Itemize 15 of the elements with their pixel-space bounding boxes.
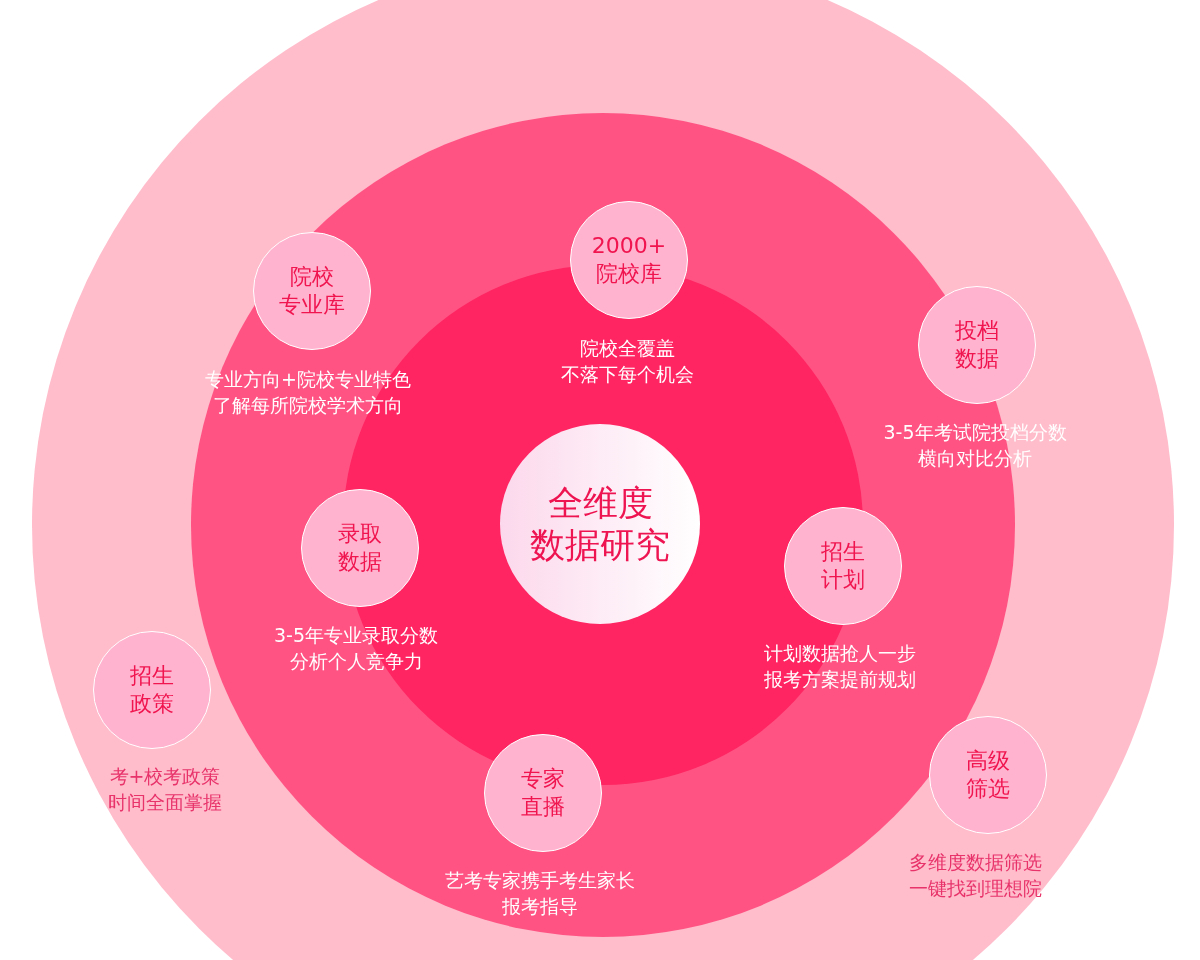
description-text: 考+校考政策时间全面掌握	[108, 764, 222, 815]
circle-label: 专家直播	[520, 765, 566, 821]
description-text: 多维度数据筛选一键找到理想院	[908, 850, 1042, 901]
circle-label: 院校专业库	[278, 263, 346, 319]
circle-label: 高级筛选	[965, 747, 1011, 803]
description-text: 3-5年专业录取分数分析个人竞争力	[274, 623, 439, 674]
description-text: 计划数据抢人一步报考方案提前规划	[764, 641, 916, 692]
description-text: 院校全覆盖不落下每个机会	[560, 336, 694, 387]
description-text: 艺考专家携手考生家长报考指导	[445, 868, 635, 919]
circle-label: 录取数据	[337, 520, 383, 576]
circle-label: 2000+院校库	[590, 232, 668, 288]
circle-label: 招生计划	[820, 538, 866, 594]
circle-label: 投档数据	[954, 317, 1000, 373]
center-title: 全维度数据研究	[529, 482, 671, 566]
circle-label: 招生政策	[129, 662, 175, 718]
